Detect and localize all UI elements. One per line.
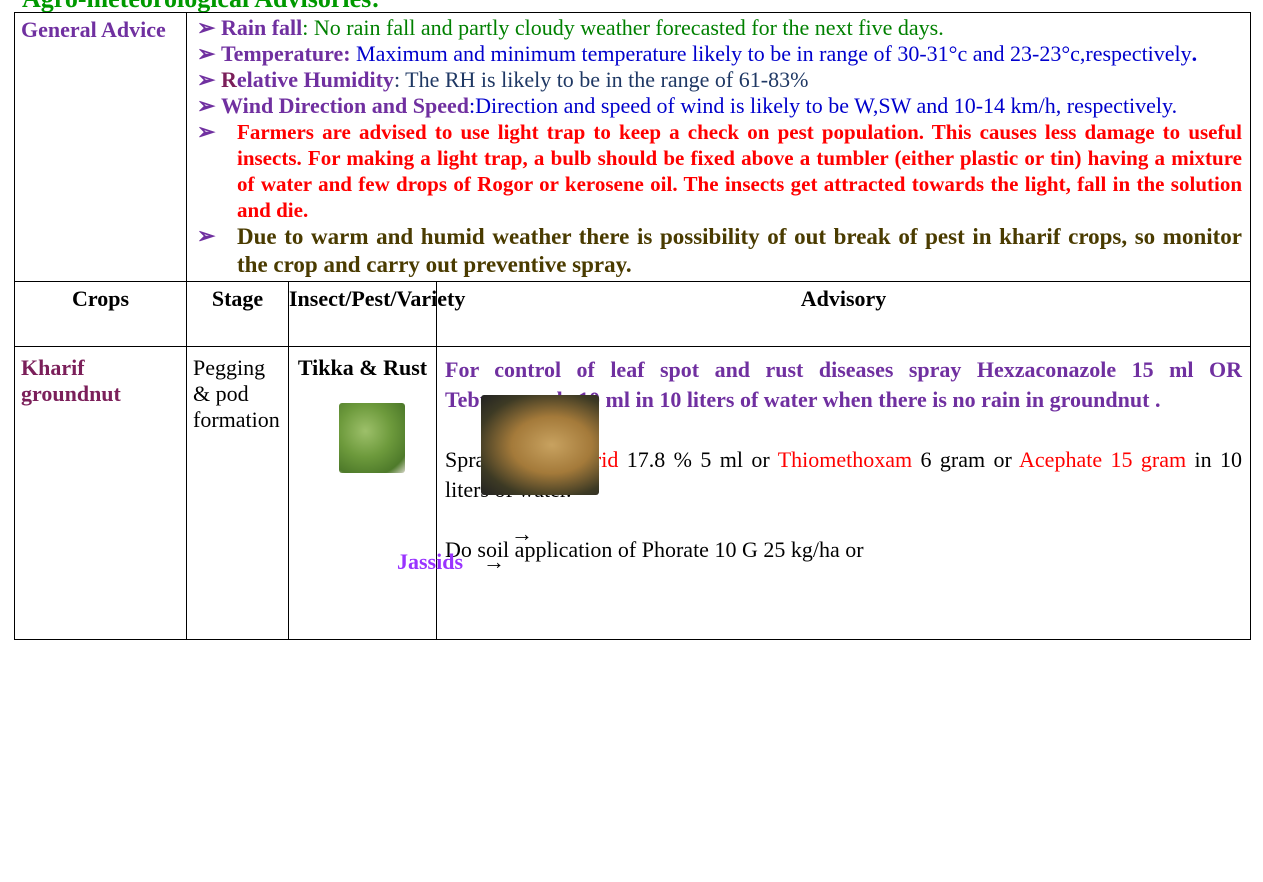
table-row: Kharif groundnut Pegging & pod formation… — [14, 346, 1251, 640]
rust-leaf-image — [481, 395, 599, 495]
bullet-arrow-icon: ➢ — [197, 223, 216, 248]
general-advice-body: ➢ Rain fall: No rain fall and partly clo… — [186, 12, 1251, 282]
warm-weather-bullet: ➢ Due to warm and humid weather there is… — [197, 223, 1242, 279]
crop-cell: Kharif groundnut — [14, 346, 187, 640]
tikka-leaf-image — [339, 403, 405, 473]
table-header-row: Crops Stage Insect/Pest/Variety Advisory — [14, 281, 1251, 347]
wind-label: Wind Direction and Speed — [221, 93, 469, 118]
humidity-bullet: ➢ Relative Humidity: The RH is likely to… — [197, 67, 1242, 93]
temperature-end: . — [1191, 41, 1198, 66]
humidity-label: elative Humidity — [236, 67, 394, 92]
humidity-text: : The RH is likely to be in the range of… — [393, 67, 809, 92]
jassids-label: Jassids — [397, 549, 464, 574]
bullet-arrow-icon: ➢ — [197, 119, 216, 144]
general-advice-row: General Advice ➢ Rain fall: No rain fall… — [14, 12, 1251, 282]
insecticide-advice: Spray Imidacloprid 17.8 % 5 ml or Thiome… — [445, 445, 1242, 505]
arrow-right-icon: → — [483, 549, 505, 574]
rain-text: : No rain fall and partly cloudy weather… — [302, 15, 944, 40]
light-trap-bullet: ➢ Farmers are advised to use light trap … — [197, 119, 1242, 223]
rain-bullet: ➢ Rain fall: No rain fall and partly clo… — [197, 15, 1242, 41]
advisory-table: General Advice ➢ Rain fall: No rain fall… — [14, 12, 1251, 640]
general-advice-label: General Advice — [14, 12, 187, 282]
stage-cell: Pegging & pod formation — [186, 346, 289, 640]
header-stage: Stage — [186, 281, 289, 347]
temperature-bullet: ➢ Temperature: Maximum and minimum tempe… — [197, 41, 1242, 67]
bullet-arrow-icon: ➢ — [197, 93, 216, 118]
light-trap-text: Farmers are advised to use light trap to… — [237, 120, 1242, 222]
header-pest: Insect/Pest/Variety — [288, 281, 465, 347]
rain-label: Rain fall — [221, 15, 303, 40]
wind-text: :Direction and speed of wind is likely t… — [468, 93, 1178, 118]
acephate: Acephate 15 gram — [1019, 447, 1187, 472]
page-title: Agro-meteorological Advisories: — [22, 0, 380, 14]
header-crops: Crops — [14, 281, 187, 347]
thiomethoxam: Thiomethoxam — [777, 447, 913, 472]
arrow-right-icon: → — [511, 521, 533, 546]
soil-application-advice: Do soil application of Phorate 10 G 25 k… — [445, 537, 864, 562]
pest-cell: Tikka & Rust → Jassids → — [288, 346, 599, 640]
spray-text-e: 6 gram or — [912, 447, 1020, 472]
header-advisory: Advisory — [436, 281, 1251, 347]
bullet-arrow-icon: ➢ — [197, 15, 216, 40]
bullet-arrow-icon: ➢ — [197, 67, 216, 92]
temperature-label: Temperature: — [221, 41, 351, 66]
bullet-arrow-icon: ➢ — [197, 41, 216, 66]
humidity-label-initial: R — [221, 67, 237, 92]
spray-text-c: 17.8 % 5 ml or — [618, 447, 778, 472]
wind-bullet: ➢ Wind Direction and Speed:Direction and… — [197, 93, 1242, 119]
temperature-text: Maximum and minimum temperature likely t… — [350, 41, 1192, 66]
pest-title: Tikka & Rust — [297, 355, 428, 380]
warm-weather-text: Due to warm and humid weather there is p… — [237, 224, 1242, 277]
